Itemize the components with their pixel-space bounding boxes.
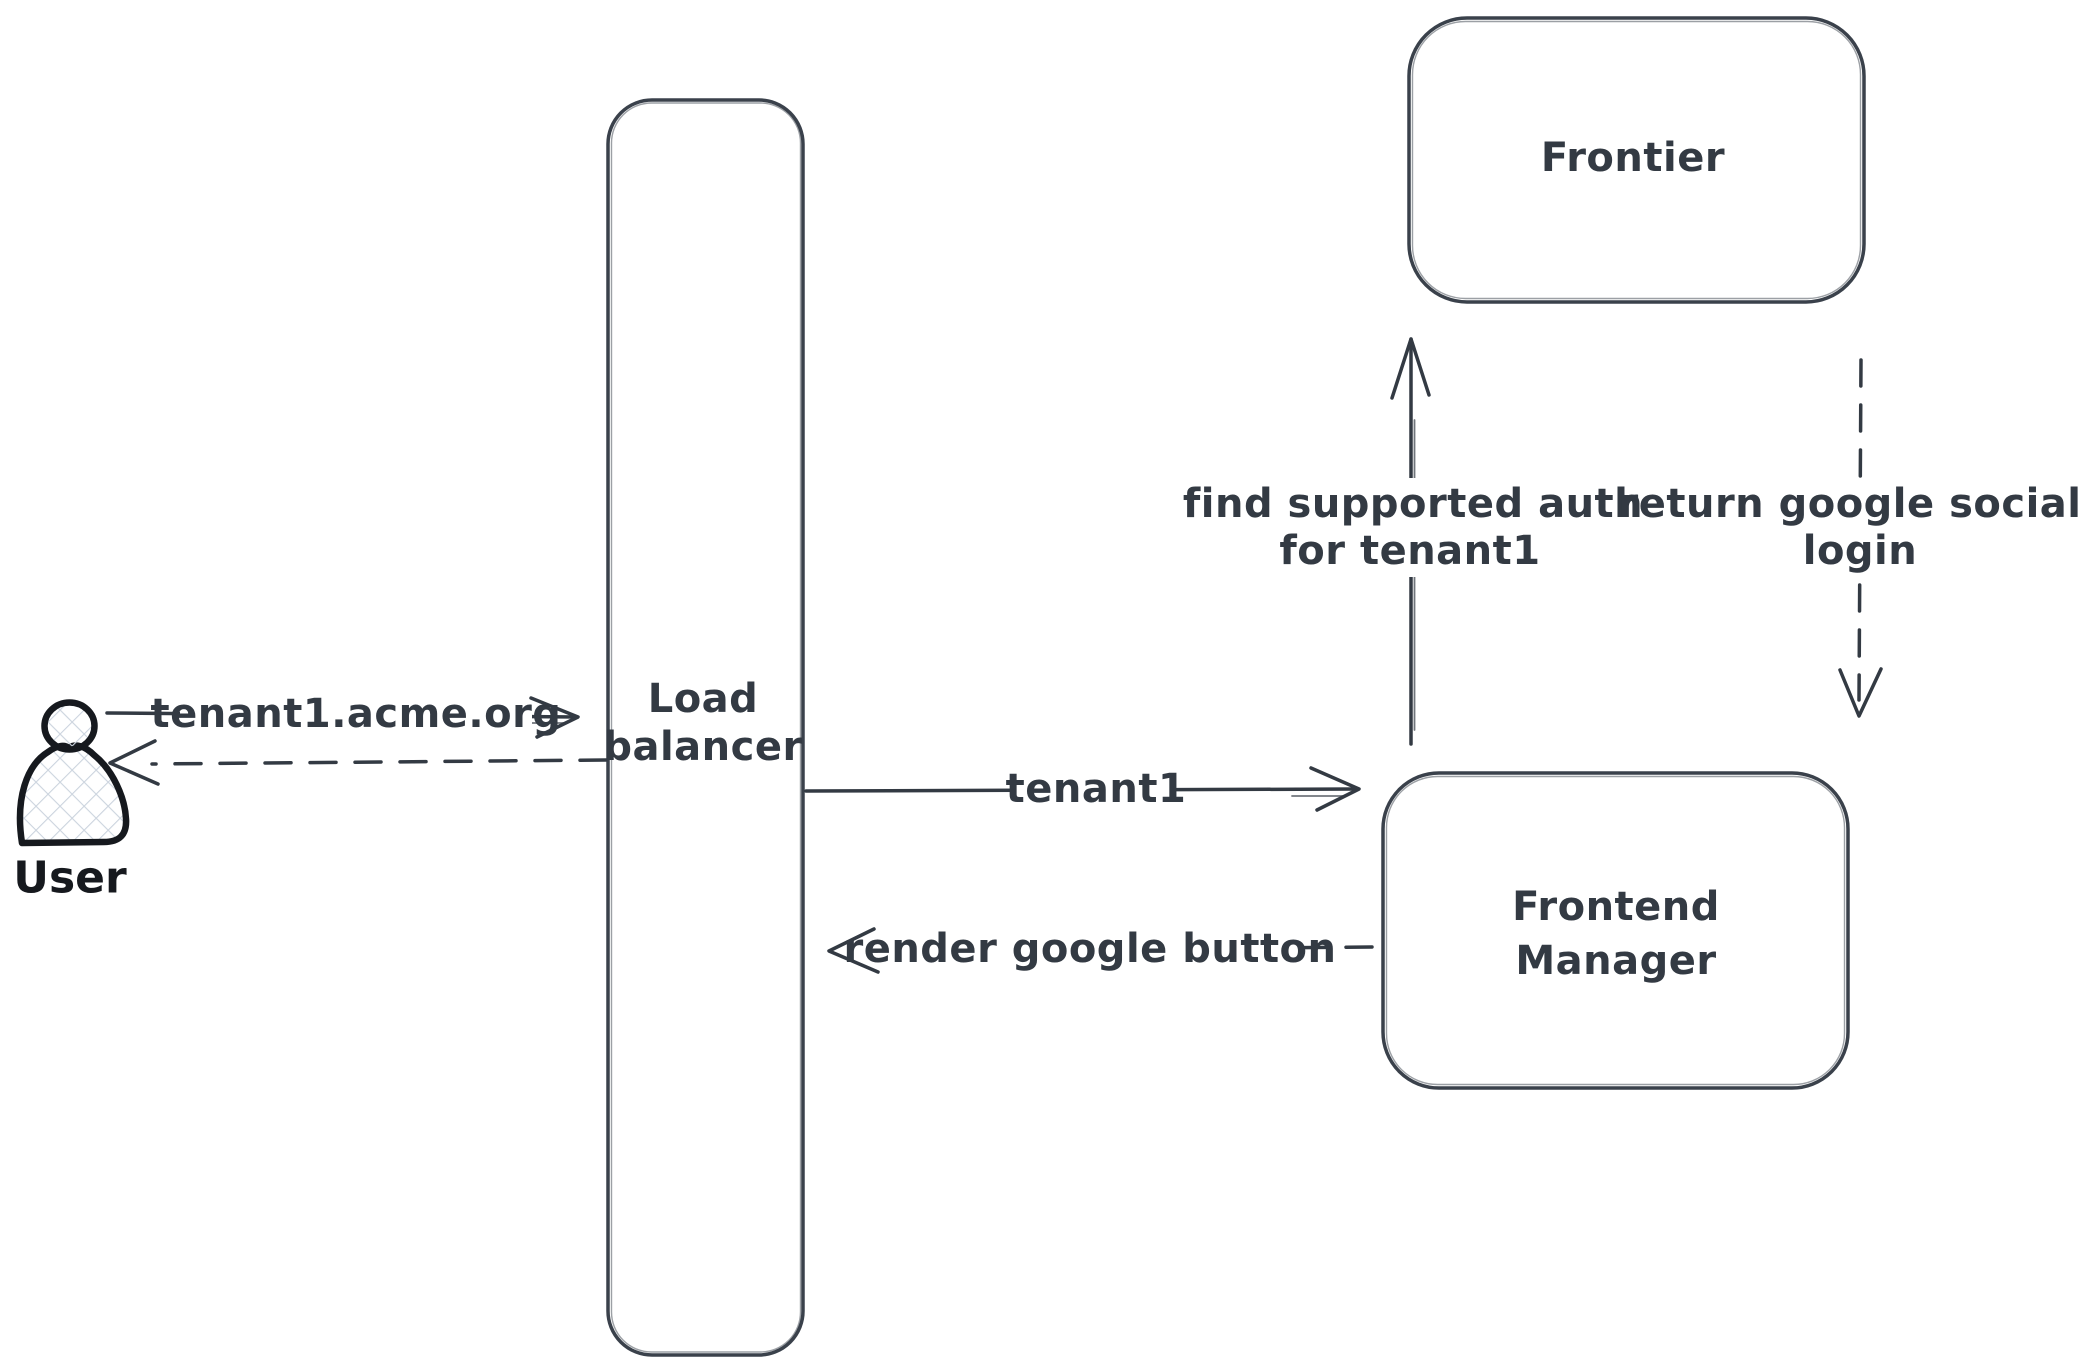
arrowhead-left-icon bbox=[108, 739, 160, 786]
load-balancer-label-line1: Load bbox=[648, 676, 759, 722]
arrow-frontend-manager-to-frontier: find supported auth for tenant1 bbox=[1183, 337, 1643, 746]
load-balancer-node: Load balancer bbox=[603, 98, 805, 1357]
arrowhead-left-icon bbox=[827, 927, 880, 974]
arrowhead-down-icon bbox=[1838, 667, 1883, 718]
frontend-manager-label-line2: Manager bbox=[1515, 938, 1716, 984]
arrow-user-to-load-balancer: tenant1.acme.org bbox=[105, 686, 580, 742]
arrow-load-balancer-to-frontend-manager: tenant1 bbox=[804, 762, 1361, 816]
user-person-icon bbox=[16, 699, 130, 847]
arrow-label-find-supported-auth-line1: find supported auth bbox=[1183, 481, 1643, 527]
arrow-label-tenant1: tenant1 bbox=[1006, 766, 1187, 812]
arrow-frontier-to-frontend-manager: return google social login bbox=[1619, 358, 2082, 718]
frontier-node: Frontier bbox=[1407, 16, 1866, 304]
arrow-label-return-google-social-line2: login bbox=[1803, 528, 1918, 574]
arrow-label-tenant1-acme-org: tenant1.acme.org bbox=[151, 691, 562, 737]
arrowhead-up-icon bbox=[1390, 337, 1431, 400]
frontier-label: Frontier bbox=[1541, 135, 1725, 181]
frontend-manager-node: Frontend Manager bbox=[1381, 771, 1850, 1090]
arrow-frontend-manager-to-load-balancer: render google button bbox=[827, 921, 1374, 977]
arrow-label-render-google-button: render google button bbox=[843, 926, 1336, 972]
arrowhead-right-icon bbox=[529, 696, 580, 739]
arrow-load-balancer-to-user bbox=[108, 739, 608, 786]
arrowhead-right-icon bbox=[1309, 766, 1361, 812]
arrow-label-find-supported-auth-line2: for tenant1 bbox=[1279, 528, 1540, 574]
user-actor-label: User bbox=[13, 853, 127, 904]
arrow-label-return-google-social-line1: return google social bbox=[1619, 481, 2082, 527]
frontend-manager-label-line1: Frontend bbox=[1512, 884, 1720, 930]
load-balancer-label-line2: balancer bbox=[603, 724, 802, 770]
